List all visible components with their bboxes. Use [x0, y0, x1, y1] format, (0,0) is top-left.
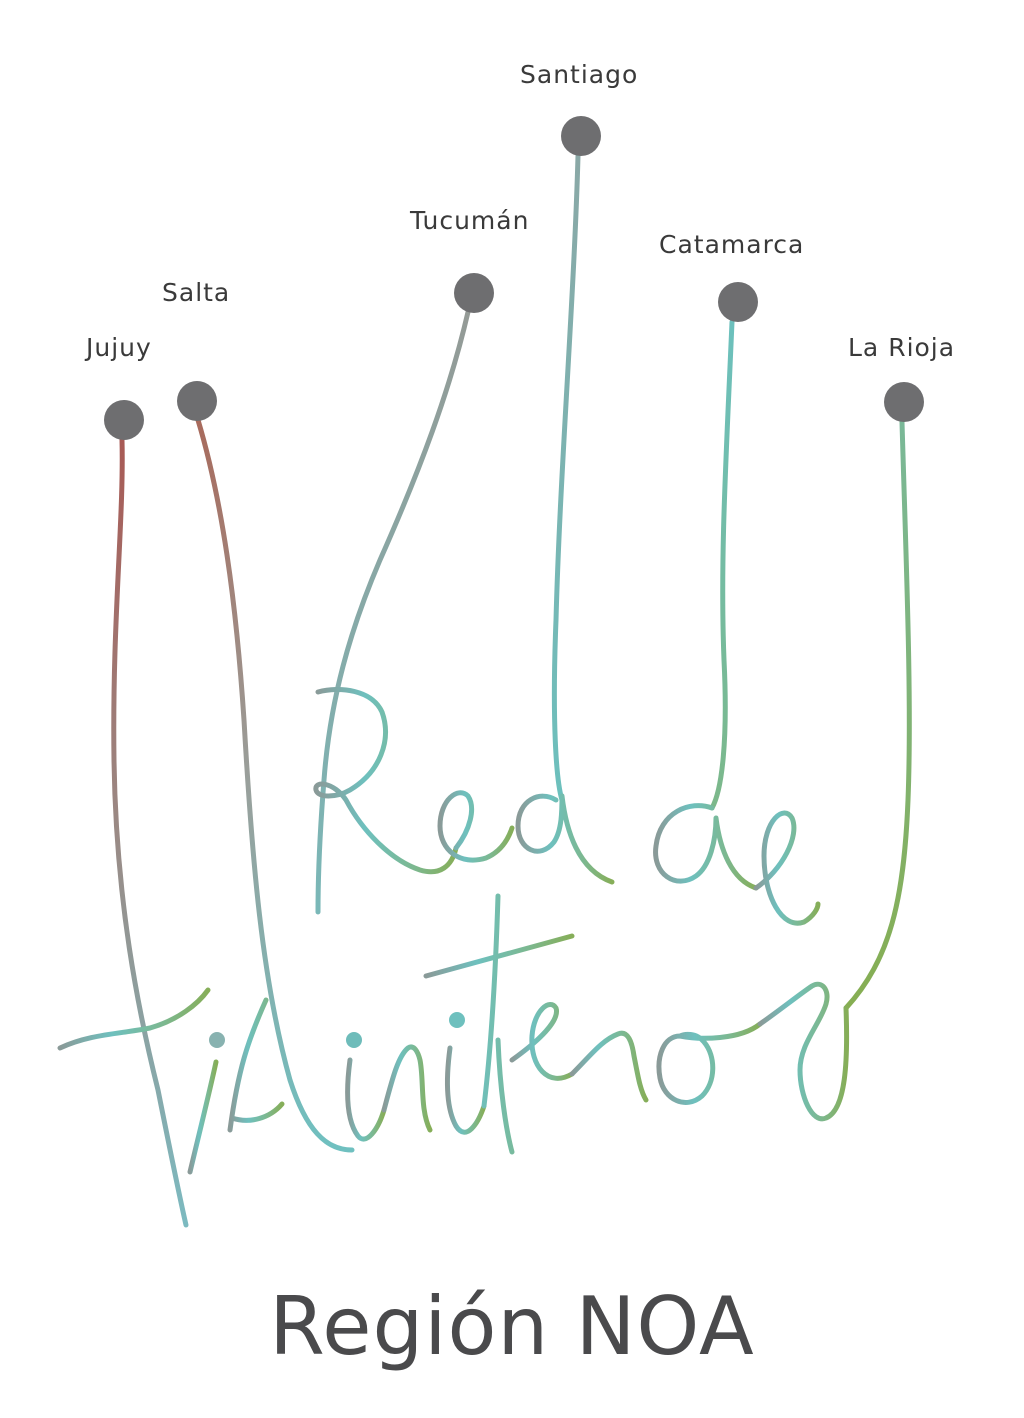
script-letter-d2 — [653, 803, 759, 891]
string-catamarca — [709, 319, 735, 811]
knob-jujuy — [104, 400, 144, 440]
province-label-larioja: La Rioja — [848, 333, 956, 362]
knob-santiago — [561, 116, 601, 156]
region-title: Región NOA — [269, 1280, 755, 1373]
knob-larioja — [884, 382, 924, 422]
string-knobs — [104, 116, 924, 440]
script-letter-i3 — [445, 1045, 487, 1135]
province-label-santiago: Santiago — [520, 60, 639, 89]
string-jujuy — [111, 437, 189, 1228]
string-salta — [195, 417, 355, 1153]
script-letter-i1 — [187, 1059, 219, 1175]
province-label-tucuman: Tucumán — [410, 206, 530, 235]
knob-salta — [177, 381, 217, 421]
script-letter-s — [757, 981, 850, 1122]
i-dot-2 — [346, 1032, 362, 1048]
knob-catamarca — [718, 282, 758, 322]
script-letter-r2 — [381, 1044, 433, 1133]
province-label-salta: Salta — [162, 278, 231, 307]
string-larioja — [843, 419, 912, 1011]
script-letter-e2 — [753, 810, 821, 926]
script-letter-t2 — [227, 997, 285, 1133]
script-letter-o — [656, 1021, 763, 1105]
script-letter-e3 — [509, 1002, 575, 1081]
script-letter-e — [437, 790, 515, 863]
i-dot-3 — [449, 1012, 465, 1028]
script-letter-t3 — [423, 893, 575, 1155]
i-dot-1 — [209, 1032, 225, 1048]
script-letter-r3 — [569, 1030, 649, 1103]
script-i-dots — [209, 1012, 465, 1048]
script-letter-d — [515, 793, 615, 885]
province-label-catamarca: Catamarca — [659, 230, 805, 259]
province-label-jujuy: Jujuy — [86, 333, 152, 362]
script-letter-i2 — [345, 1057, 387, 1142]
string-santiago — [551, 153, 581, 803]
knob-tucuman — [454, 273, 494, 313]
script-letter-r — [313, 687, 459, 875]
script-letter-t-bar — [57, 987, 211, 1051]
string-tucuman — [315, 309, 471, 915]
puppet-strings — [111, 153, 912, 1228]
handwritten-logo — [57, 687, 850, 1175]
